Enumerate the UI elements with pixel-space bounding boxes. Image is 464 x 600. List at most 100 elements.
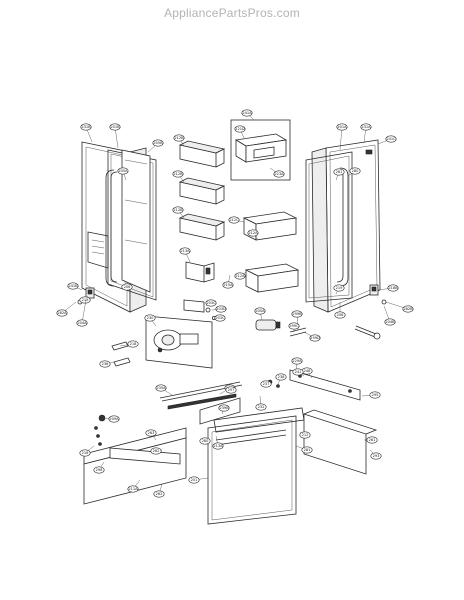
- callout-c51: 280: [199, 437, 211, 445]
- shelf-bin-lower[interactable]: [244, 263, 300, 293]
- callout-bubble: [333, 168, 345, 176]
- wrench-tool[interactable]: [354, 325, 381, 340]
- callout-label: 218: [82, 451, 90, 455]
- callout-bubble: [387, 284, 399, 292]
- callout-bubble: [205, 299, 217, 307]
- callout-label: 215A: [223, 283, 233, 287]
- callout-label: 280: [202, 439, 210, 443]
- dispenser-panel: [87, 231, 109, 269]
- crisper-cover[interactable]: [199, 397, 241, 425]
- callout-label: 280: [352, 169, 360, 173]
- callout-bubble: [121, 283, 133, 291]
- callout-bubble: [172, 206, 184, 214]
- callout-c25: 219: [333, 284, 345, 295]
- callout-bubble: [336, 123, 348, 131]
- callout-label: 201B: [110, 125, 120, 129]
- callout-bubble: [254, 307, 266, 315]
- right-hinge[interactable]: [369, 284, 387, 305]
- callout-c16: 212C: [228, 216, 245, 224]
- bin-assembly-box[interactable]: [230, 119, 291, 181]
- callout-c17: 212A: [247, 229, 259, 241]
- callout-label: 204B: [385, 320, 395, 324]
- drawer-slide-right[interactable]: [303, 409, 378, 475]
- callout-bubble: [155, 384, 167, 392]
- callout-c01: 231B: [80, 123, 93, 143]
- callout-c15: 212B: [172, 206, 185, 219]
- left-door-liner[interactable]: [121, 149, 151, 293]
- callout-c20: 241B: [67, 282, 83, 291]
- callout-bubble: [127, 485, 139, 493]
- callout-c04: 212B: [173, 134, 185, 147]
- callout-label: 205B: [153, 141, 163, 145]
- callout-label: 231A: [361, 125, 371, 129]
- callout-bubble: [255, 403, 267, 411]
- water-filter-cap[interactable]: [255, 319, 281, 331]
- callout-bubble: [260, 380, 272, 388]
- dispenser-motor-assembly[interactable]: [145, 315, 213, 369]
- callout-label: 212C: [229, 218, 239, 222]
- callout-c09: 241C: [377, 135, 397, 145]
- callout-label: 282A: [57, 311, 67, 315]
- callout-c57: 201: [188, 476, 209, 484]
- door-bin-upper[interactable]: [178, 140, 226, 168]
- callout-bubble: [349, 167, 361, 175]
- callout-bubble: [117, 167, 129, 175]
- callout-bubble: [225, 386, 237, 394]
- callout-label: 299C: [289, 324, 299, 328]
- callout-bubble: [153, 490, 165, 498]
- callout-c46: 238: [275, 373, 287, 385]
- callout-label: 203C: [206, 301, 216, 305]
- callout-label: 241A: [242, 111, 252, 115]
- callout-c31: 203C: [205, 299, 217, 307]
- callout-label: 203C: [215, 316, 225, 320]
- callout-bubble: [241, 109, 253, 117]
- callout-bubble: [199, 437, 211, 445]
- callout-bubble: [247, 229, 259, 237]
- callout-bubble: [212, 442, 224, 450]
- door-bin-bracket[interactable]: [185, 261, 215, 283]
- callout-bubble: [384, 318, 396, 326]
- callout-c55: 211A: [127, 479, 141, 493]
- callout-label: 299D: [310, 336, 320, 340]
- callout-bubble: [99, 360, 111, 368]
- callout-c02: 201B: [109, 123, 121, 149]
- callout-bubble: [80, 123, 92, 131]
- callout-bubble: [173, 134, 185, 142]
- callout-bubble: [301, 446, 313, 454]
- callout-bubble: [127, 340, 139, 348]
- callout-label: 237: [263, 382, 270, 386]
- door-bin-middle[interactable]: [178, 177, 226, 205]
- right-door[interactable]: [311, 139, 381, 313]
- callout-leader: [81, 299, 87, 324]
- light-bulb-cover[interactable]: [111, 341, 131, 367]
- callout-c65: 298: [93, 461, 105, 474]
- callout-label: 200A: [255, 309, 265, 313]
- callout-label: 212B: [173, 208, 183, 212]
- callout-c07: 201A: [336, 123, 348, 151]
- left-door-handle[interactable]: [105, 169, 118, 287]
- freezer-drawer-front[interactable]: [207, 415, 297, 525]
- callout-c10: 205A: [117, 167, 129, 181]
- callout-bubble: [150, 447, 162, 455]
- callout-bubble: [188, 476, 200, 484]
- callout-bubble: [333, 284, 345, 292]
- callout-bubble: [385, 135, 397, 143]
- callout-c62: 295: [361, 391, 381, 399]
- callout-label: 203D: [216, 307, 226, 311]
- drawer-bar-lower[interactable]: [167, 393, 237, 410]
- callout-bubble: [215, 305, 227, 313]
- callout-label: 204A: [77, 321, 87, 325]
- door-bin-lower[interactable]: [178, 213, 226, 241]
- callout-c47: 239B: [218, 404, 230, 415]
- callout-c41: 236: [99, 360, 115, 368]
- drawer-slide-left[interactable]: [83, 427, 187, 505]
- callout-label: 213A: [213, 444, 223, 448]
- callout-c63: 241: [292, 368, 305, 377]
- right-door-gasket[interactable]: [305, 151, 353, 303]
- callout-c48: 209A: [103, 415, 120, 423]
- callout-c43: 237: [260, 380, 272, 388]
- callout-bubble: [309, 334, 321, 342]
- callout-c22: 219: [79, 295, 91, 304]
- callout-label: 212A: [248, 231, 258, 235]
